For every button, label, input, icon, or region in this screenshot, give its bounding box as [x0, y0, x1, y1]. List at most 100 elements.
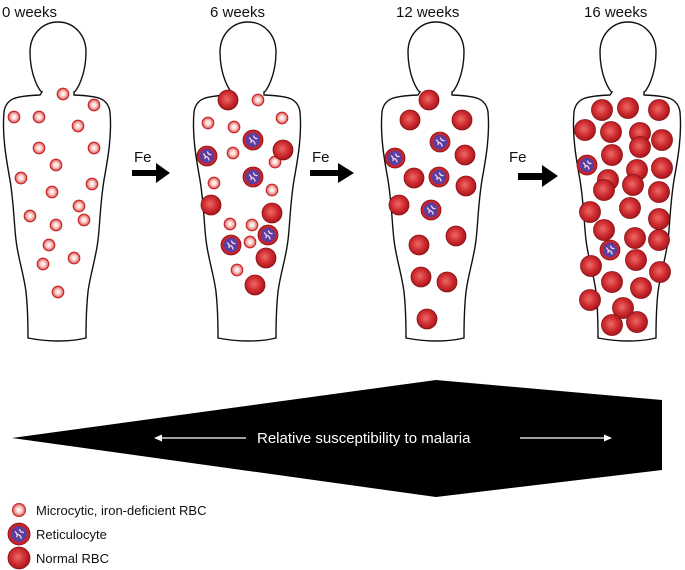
cell-group-1: [196, 89, 294, 296]
normal-rbc: [418, 89, 440, 111]
microcytic-rbc: [71, 119, 85, 133]
normal-rbc: [625, 249, 647, 271]
fe-label-2: Fe: [312, 149, 330, 166]
reticulocyte: [196, 145, 218, 167]
cell-group-3: [574, 97, 673, 336]
normal-rbc: [593, 179, 615, 201]
timepoint-label-0: 0 weeks: [2, 4, 57, 21]
normal-rbc: [408, 234, 430, 256]
microcytic-rbc: [72, 199, 86, 213]
reticulocyte: [257, 224, 279, 246]
normal-rbc: [612, 297, 634, 319]
reticulocyte: [599, 239, 621, 261]
microcytic-rbc: [51, 285, 65, 299]
susceptibility-label: Relative susceptibility to malaria: [257, 430, 471, 447]
normal-rbc: [244, 274, 266, 296]
normal-rbc: [574, 119, 596, 141]
reticulocyte: [429, 131, 451, 153]
microcytic-rbc: [85, 177, 99, 191]
susceptibility-wedge: [12, 380, 662, 497]
normal-rbc: [454, 144, 476, 166]
susceptibility-arrow: [154, 434, 612, 442]
microcytic-rbc: [32, 141, 46, 155]
normal-rbc: [399, 109, 421, 131]
legend-item-normal: Normal RBC: [7, 546, 109, 570]
normal-rbc: [255, 247, 277, 269]
microcytic-rbc: [49, 158, 63, 172]
normal-rbc: [648, 229, 670, 251]
reticulocyte: [420, 199, 442, 221]
normal-rbc: [579, 201, 601, 223]
microcytic-rbc: [7, 110, 21, 124]
legend-label-reticulocyte: Reticulocyte: [36, 527, 107, 542]
normal-rbc: [436, 271, 458, 293]
microcytic-rbc: [275, 111, 289, 125]
reticulocyte: [384, 147, 406, 169]
legend: Microcytic, iron-deficient RBC Reticuloc…: [7, 502, 207, 570]
normal-rbc: [403, 167, 425, 189]
legend-swatch-normal: [7, 546, 31, 570]
body-outline-0: [2, 21, 112, 342]
microcytic-rbc: [265, 183, 279, 197]
normal-rbc: [200, 194, 222, 216]
microcytic-rbc: [42, 238, 56, 252]
normal-rbc: [619, 197, 641, 219]
normal-rbc: [622, 174, 644, 196]
normal-rbc: [7, 546, 31, 570]
microcytic-rbc: [87, 141, 101, 155]
normal-rbc: [626, 311, 648, 333]
reticulocyte: [242, 129, 264, 151]
microcytic-rbc: [45, 185, 59, 199]
normal-rbc: [648, 99, 670, 121]
normal-rbc: [451, 109, 473, 131]
normal-rbc: [593, 219, 615, 241]
reticulocyte: [576, 154, 598, 176]
reticulocyte: [242, 166, 264, 188]
legend-item-reticulocyte: Reticulocyte: [7, 522, 107, 546]
normal-rbc: [624, 227, 646, 249]
normal-rbc: [601, 314, 623, 336]
microcytic-rbc: [77, 213, 91, 227]
fe-arrow-3: Fe: [509, 149, 558, 187]
normal-rbc: [648, 208, 670, 230]
cell-group-0: [7, 87, 101, 299]
normal-rbc: [600, 121, 622, 143]
normal-rbc: [648, 181, 670, 203]
fe-arrow-2: Fe: [310, 149, 354, 183]
fe-arrow-1: Fe: [132, 149, 170, 183]
normal-rbc: [601, 271, 623, 293]
microcytic-rbc: [49, 218, 63, 232]
reticulocyte: [428, 166, 450, 188]
microcytic-rbc: [56, 87, 70, 101]
microcytic-rbc: [245, 218, 259, 232]
normal-rbc: [261, 202, 283, 224]
timepoint-label-2: 12 weeks: [396, 4, 459, 21]
normal-rbc: [651, 157, 673, 179]
normal-rbc: [601, 144, 623, 166]
microcytic-rbc: [11, 502, 27, 518]
normal-rbc: [272, 139, 294, 161]
microcytic-rbc: [226, 146, 240, 160]
reticulocyte: [220, 234, 242, 256]
microcytic-rbc: [223, 217, 237, 231]
microcytic-rbc: [207, 176, 221, 190]
timepoint-label-3: 16 weeks: [584, 4, 647, 21]
normal-rbc: [410, 266, 432, 288]
microcytic-rbc: [243, 235, 257, 249]
normal-rbc: [591, 99, 613, 121]
normal-rbc: [649, 261, 671, 283]
normal-rbc: [629, 136, 651, 158]
microcytic-rbc: [230, 263, 244, 277]
microcytic-rbc: [201, 116, 215, 130]
microcytic-rbc: [251, 93, 265, 107]
normal-rbc: [416, 308, 438, 330]
normal-rbc: [388, 194, 410, 216]
legend-swatch-reticulocyte: [7, 522, 31, 546]
normal-rbc: [617, 97, 639, 119]
fe-label-3: Fe: [509, 149, 527, 166]
microcytic-rbc: [36, 257, 50, 271]
microcytic-rbc: [87, 98, 101, 112]
normal-rbc: [580, 255, 602, 277]
legend-label-normal: Normal RBC: [36, 551, 109, 566]
